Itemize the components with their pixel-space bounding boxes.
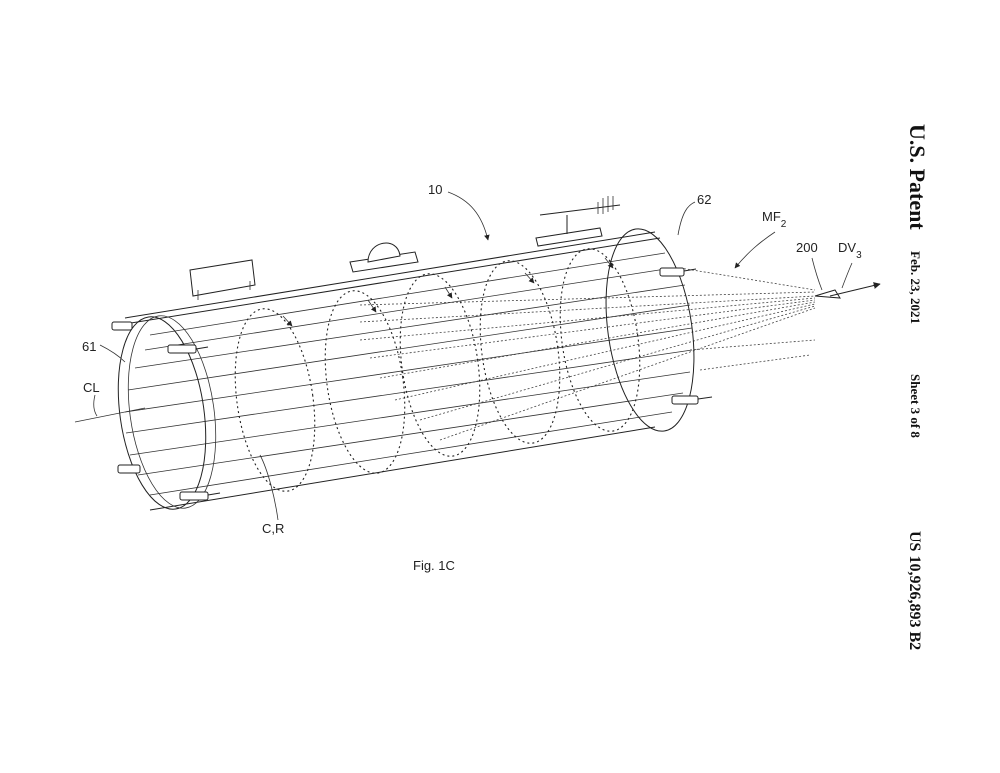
centerline <box>74 407 146 423</box>
label-end-ring-right: 62 <box>697 192 711 207</box>
direction-arrow <box>829 282 881 297</box>
top-components <box>189 196 621 300</box>
figure-caption: Fig. 1C <box>413 558 455 573</box>
label-field: MF2 <box>762 209 787 230</box>
label-device: 10 <box>428 182 442 197</box>
header-title: U.S. Patent <box>905 124 930 230</box>
label-end-ring-left: 61 <box>82 339 96 354</box>
coil-rings <box>234 248 641 492</box>
label-direction: DV3 <box>838 240 862 261</box>
label-coil: C,R <box>262 521 284 536</box>
label-centerline: CL <box>83 380 100 395</box>
cylinder-body <box>117 228 695 511</box>
header-sheet: Sheet 3 of 8 <box>908 374 923 438</box>
connector-pins <box>111 267 713 501</box>
leader-lines <box>93 191 853 521</box>
header-date: Feb. 23, 2021 <box>908 251 923 324</box>
patent-header: U.S. Patent Feb. 23, 2021 Sheet 3 of 8 U… <box>905 124 930 650</box>
label-point: 200 <box>796 240 818 255</box>
header-number: US 10,926,893 B2 <box>906 531 923 650</box>
field-rays <box>359 267 816 441</box>
